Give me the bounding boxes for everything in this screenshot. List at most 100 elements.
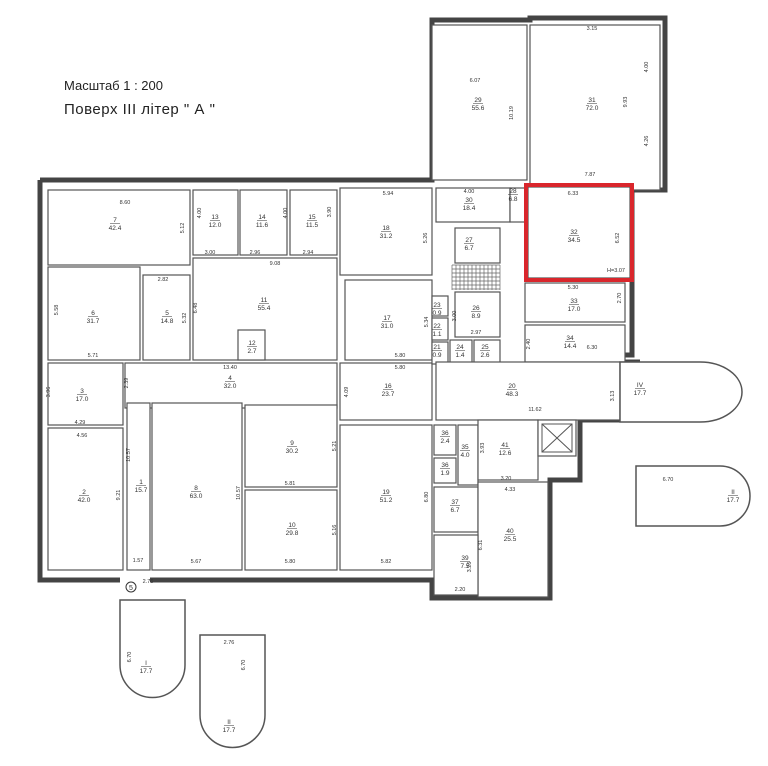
room-outline (244, 489, 338, 571)
room-area: 72.0 (586, 105, 599, 112)
room-number: 3 (80, 388, 84, 395)
room-outline (192, 189, 239, 256)
room-area: 2.6 (480, 352, 489, 359)
room-area: 42.4 (109, 225, 122, 232)
dimension-label: 13.40 (223, 365, 237, 371)
room-area: 6.8 (508, 196, 517, 203)
dimension-label: 6.31 (478, 540, 484, 551)
room-outline (47, 427, 124, 571)
dimension-label: 4.09 (344, 387, 350, 398)
room-outline (433, 534, 479, 596)
room-area: 1.1 (432, 331, 441, 338)
room-area: 7.5 (460, 563, 469, 570)
entrance-marker-circle (125, 581, 137, 593)
room-area: 25.5 (504, 536, 517, 543)
room-area: 11.6 (256, 222, 269, 229)
room-number: II (227, 719, 231, 726)
dimension-label: 6.52 (615, 233, 621, 244)
room-area: 6.7 (464, 245, 473, 252)
room-area: 0.9 (432, 310, 441, 317)
room-number: II (731, 489, 735, 496)
dimension-label: 4.56 (77, 433, 88, 439)
stair-iv-outline (619, 361, 743, 423)
room-area: 12.6 (499, 450, 512, 457)
room-outline (124, 362, 338, 409)
room-number: 15 (308, 214, 316, 221)
room-number: 10 (288, 522, 296, 529)
room-outline (237, 329, 266, 361)
entrance-marker-label: 5 (129, 585, 133, 592)
room-number: 27 (465, 237, 473, 244)
room-number: 7 (113, 217, 117, 224)
dimension-label: 6.70 (127, 652, 133, 663)
dimension-label: 5.82 (381, 559, 392, 565)
dimension-label: 9.08 (270, 261, 281, 267)
room-area: 2.4 (440, 438, 449, 445)
dimension-label: 5.21 (332, 441, 338, 452)
dimension-label: 5.80 (395, 353, 406, 359)
dimension-label: 5.94 (383, 191, 394, 197)
dimension-label: 2.82 (158, 277, 169, 283)
room-number: 32 (570, 229, 578, 236)
room-area: 55.4 (258, 305, 271, 312)
dimension-label: 2.94 (303, 250, 314, 256)
dimension-label: 3.00 (205, 250, 216, 256)
dimension-label: 5.80 (285, 559, 296, 565)
room-number: 12 (248, 340, 256, 347)
room-number: 18 (382, 225, 390, 232)
dimension-label: 6.30 (587, 345, 598, 351)
dimension-label: 5.71 (88, 353, 99, 359)
room-outline (239, 189, 288, 256)
room-number: 41 (501, 442, 509, 449)
room-number: 1 (139, 479, 143, 486)
room-outline (289, 189, 338, 256)
room-number: 24 (456, 344, 464, 351)
dimension-label: 5.30 (568, 285, 579, 291)
dimension-label: 10.57 (236, 486, 242, 500)
dimension-label: 2.70 (617, 293, 623, 304)
dimension-label: 9.21 (116, 490, 122, 501)
room-number: 31 (588, 97, 596, 104)
room-outline (524, 282, 626, 323)
room-number: 37 (451, 499, 459, 506)
room-number: 25 (481, 344, 489, 351)
dimension-label: 8.60 (120, 200, 131, 206)
room-area: 14.4 (564, 343, 577, 350)
dimension-label: 4.29 (75, 420, 86, 426)
dimension-label: 2.97 (471, 330, 482, 336)
dimension-label: 10.57 (126, 448, 132, 462)
highlighted-room-32-frame (524, 183, 634, 282)
room-area: 14.8 (161, 318, 174, 325)
room-number: IV (637, 382, 644, 389)
room-outline (151, 402, 243, 571)
room-area: 23.7 (382, 391, 395, 398)
dimension-label: 6.48 (193, 303, 199, 314)
room-number: 4 (228, 375, 232, 382)
dimension-label: 2.20 (455, 587, 466, 593)
dimension-label: 6.33 (568, 191, 579, 197)
dimension-label: 5.16 (332, 525, 338, 536)
room-number: 5 (165, 310, 169, 317)
dimension-label: 3.13 (610, 391, 616, 402)
room-number: 8 (194, 485, 198, 492)
dimension-label: 4.00 (197, 208, 203, 219)
room-outline (47, 266, 141, 361)
room-number: 26 (472, 305, 480, 312)
room-number: 6 (91, 310, 95, 317)
room-outline (433, 457, 457, 484)
dimension-label: 5.80 (395, 365, 406, 371)
room-area: 31.7 (87, 318, 100, 325)
room-area: 17.7 (140, 668, 153, 675)
room-outline (527, 186, 631, 279)
dimension-label: 5.32 (182, 313, 188, 324)
dimension-label: 3.93 (480, 443, 486, 454)
room-outline (244, 404, 338, 488)
dimension-label: 4.00 (644, 62, 650, 73)
dimension-label: 11.62 (528, 407, 541, 413)
dimension-label: 6.07 (470, 78, 481, 84)
dimension-label: 3.26 (467, 562, 473, 573)
room-outline (431, 317, 449, 341)
room-number: 23 (433, 302, 441, 309)
dimension-label: 4.00 (283, 208, 289, 219)
